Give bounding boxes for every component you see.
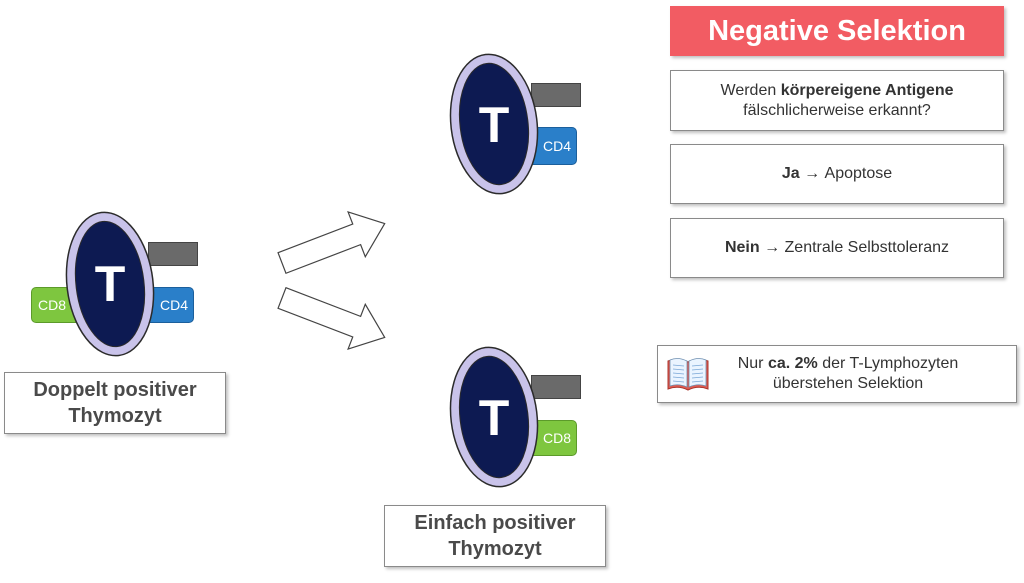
note-text: Nur ca. 2% der T-Lymphozyten überstehen …	[710, 354, 986, 394]
cell-letter: T	[478, 97, 510, 153]
question-bold: körpereigene Antigene	[780, 81, 954, 99]
answer-no-box: Nein → Zentrale Selbsttoleranz	[670, 218, 1004, 278]
title-banner: Negative Selektion	[670, 6, 1004, 56]
cd4-label: CD4	[159, 297, 188, 313]
question-line2: fälschlicherweise erkannt?	[743, 101, 931, 119]
answer-yes-bold: Ja	[781, 165, 800, 182]
answer-yes-text: Apoptose	[824, 165, 893, 182]
question-prefix: Werden	[720, 81, 781, 99]
double-positive-caption: Doppelt positiver Thymozyt	[4, 372, 226, 434]
note-line1: Nur ca. 2% der T-Lymphozyten	[710, 354, 986, 374]
arrow-right-icon: →	[804, 165, 821, 182]
answer-no-bold: Nein	[724, 239, 760, 256]
cell-letter: T	[478, 390, 510, 446]
cd4-label: CD4	[542, 138, 571, 154]
note-bold: ca. 2%	[767, 355, 818, 372]
cell-body	[74, 220, 146, 348]
note-box: Nur ca. 2% der T-Lymphozyten überstehen …	[657, 345, 1017, 403]
note-line2: überstehen Selektion	[772, 375, 924, 392]
note-suffix: der T-Lymphozyten	[817, 355, 959, 372]
question-box: Werden körpereigene Antigene fälschliche…	[670, 70, 1004, 131]
cd8-label: CD8	[542, 430, 571, 446]
open-book-icon	[667, 358, 709, 391]
single-positive-line1: Einfach positiver	[414, 512, 576, 534]
cell-letter: T	[94, 256, 126, 312]
single-positive-caption: Einfach positiver Thymozyt	[384, 505, 606, 567]
cell-body	[458, 62, 530, 186]
arrow-down-right-icon	[277, 286, 386, 351]
tcr-receptor-bar	[148, 242, 198, 266]
single-positive-line2: Thymozyt	[448, 538, 542, 560]
arrow-up-right-icon	[277, 210, 386, 275]
title-text: Negative Selektion	[708, 14, 966, 47]
cell-body	[458, 355, 530, 479]
cd8-label: CD8	[38, 297, 67, 313]
double-positive-line1: Doppelt positiver	[33, 379, 197, 401]
answer-yes-box: Ja → Apoptose	[670, 144, 1004, 204]
note-prefix: Nur	[737, 355, 768, 372]
answer-no-text: Zentrale Selbsttoleranz	[784, 239, 950, 256]
double-positive-line2: Thymozyt	[68, 405, 162, 427]
arrow-right-icon: →	[764, 239, 781, 256]
question-line1: Werden körpereigene Antigene	[721, 81, 954, 101]
